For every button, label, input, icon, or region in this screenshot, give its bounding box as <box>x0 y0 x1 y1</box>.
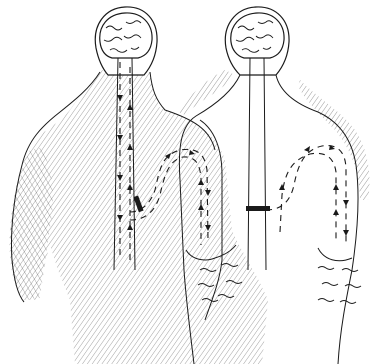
left-arm-dark-shading <box>10 148 53 300</box>
right-nerve-arrowheads <box>279 145 349 236</box>
right-spinal-cord <box>248 58 266 270</box>
right-peripheral-nerve <box>266 146 346 245</box>
right-peripheral-nerve-return <box>280 153 336 240</box>
left-figure <box>10 7 269 364</box>
right-block-bar <box>246 206 270 211</box>
